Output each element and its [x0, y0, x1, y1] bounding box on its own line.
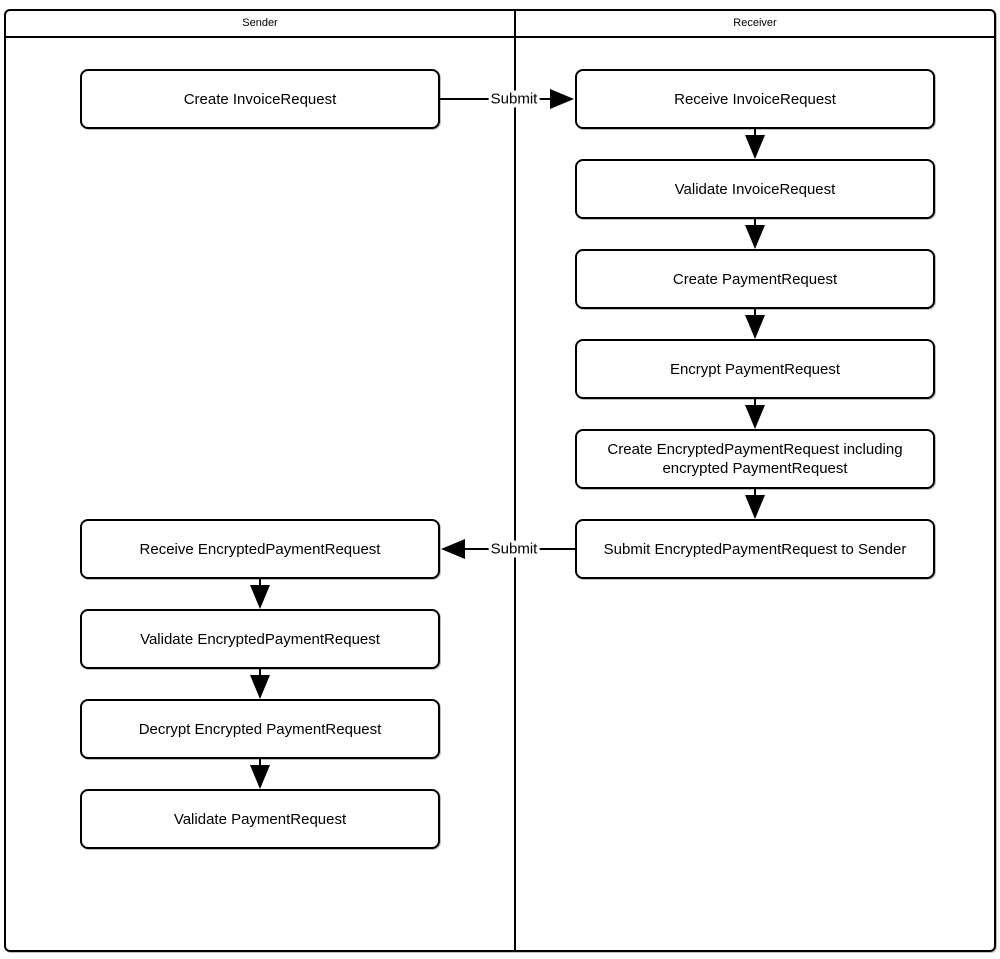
step-submit-encryptedpaymentrequest: Submit EncryptedPaymentRequest to Sender — [575, 519, 935, 579]
step-validate-invoicerequest: Validate InvoiceRequest — [575, 159, 935, 219]
step-receive-invoicerequest: Receive InvoiceRequest — [575, 69, 935, 129]
step-encrypt-paymentrequest: Encrypt PaymentRequest — [575, 339, 935, 399]
step-receive-encryptedpaymentrequest: Receive EncryptedPaymentRequest — [80, 519, 440, 579]
step-decrypt-encrypted-paymentrequest: Decrypt Encrypted PaymentRequest — [80, 699, 440, 759]
lane-header-separator — [4, 36, 996, 38]
lane-header-sender: Sender — [6, 10, 514, 36]
lane-divider — [514, 9, 516, 952]
lane-header-receiver: Receiver — [516, 10, 994, 36]
step-create-invoicerequest: Create InvoiceRequest — [80, 69, 440, 129]
lane-header-receiver-label: Receiver — [733, 17, 777, 29]
lane-header-sender-label: Sender — [242, 17, 278, 29]
step-validate-paymentrequest: Validate PaymentRequest — [80, 789, 440, 849]
step-validate-encryptedpaymentrequest: Validate EncryptedPaymentRequest — [80, 609, 440, 669]
step-create-paymentrequest: Create PaymentRequest — [575, 249, 935, 309]
step-create-encryptedpaymentrequest: Create EncryptedPaymentRequest including… — [575, 429, 935, 489]
diagram-frame — [4, 9, 996, 952]
edge-label-submit-to-receiver: Submit — [488, 90, 540, 108]
edge-label-submit-to-sender: Submit — [488, 540, 540, 558]
